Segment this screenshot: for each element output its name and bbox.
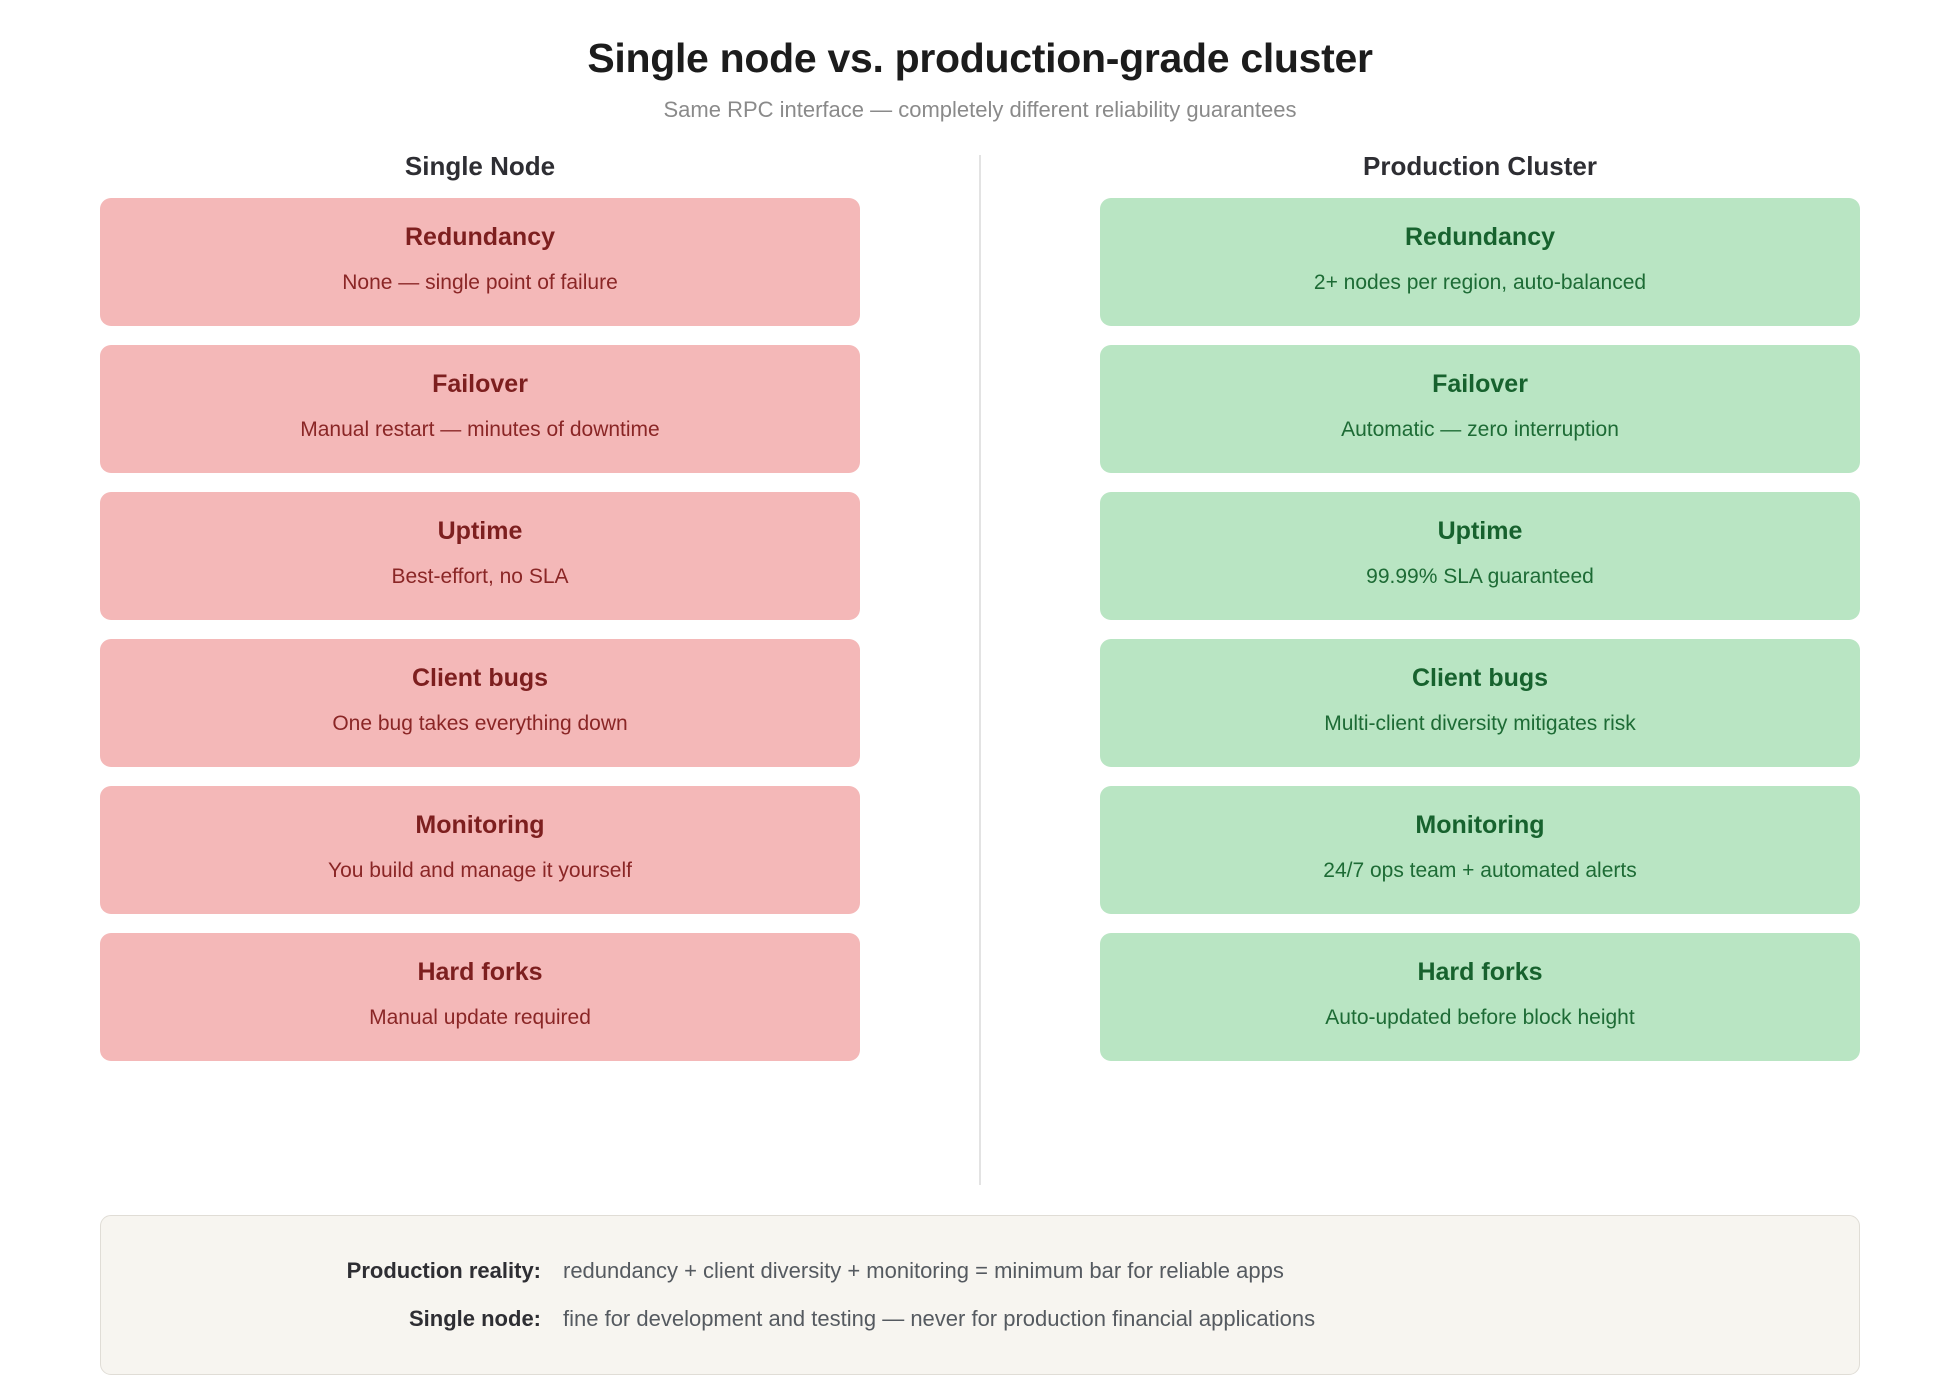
- card-title: Hard forks: [1417, 958, 1543, 987]
- card-description: Auto-updated before block height: [1325, 1006, 1635, 1030]
- card-production-cluster-hard-forks: Hard forks Auto-updated before block hei…: [1100, 933, 1860, 1062]
- card-description: 99.99% SLA guaranteed: [1366, 565, 1594, 589]
- card-production-cluster-redundancy: Redundancy 2+ nodes per region, auto-bal…: [1100, 198, 1860, 327]
- card-title: Redundancy: [1404, 223, 1556, 252]
- card-production-cluster-client-bugs: Client bugs Multi-client diversity mitig…: [1100, 639, 1860, 768]
- summary-value: fine for development and testing — never…: [563, 1306, 1316, 1331]
- card-description: Manual restart — minutes of downtime: [300, 418, 660, 442]
- card-single-node-failover: Failover Manual restart — minutes of dow…: [100, 345, 860, 474]
- card-title: Failover: [432, 370, 528, 399]
- comparison-columns: Redundancy None — single point of failur…: [100, 198, 1860, 1062]
- comparison-section: Single Node Production Cluster Redundanc…: [0, 151, 1960, 1186]
- page-subtitle: Same RPC interface — completely differen…: [663, 97, 1297, 123]
- card-description: 24/7 ops team + automated alerts: [1323, 859, 1637, 883]
- card-description: One bug takes everything down: [332, 712, 628, 736]
- summary-label: Single node:: [409, 1306, 541, 1331]
- card-title: Uptime: [1437, 517, 1523, 546]
- card-single-node-uptime: Uptime Best-effort, no SLA: [100, 492, 860, 621]
- card-title: Client bugs: [1411, 664, 1549, 693]
- summary-line-production-reality: Production reality: redundancy + client …: [101, 1258, 1859, 1284]
- card-title: Redundancy: [404, 223, 556, 252]
- card-description: 2+ nodes per region, auto-balanced: [1313, 271, 1647, 295]
- card-description: Multi-client diversity mitigates risk: [1324, 712, 1636, 736]
- card-description: Automatic — zero interruption: [1341, 418, 1619, 442]
- column-header-single-node: Single Node: [404, 151, 556, 182]
- card-title: Hard forks: [417, 958, 543, 987]
- card-title: Monitoring: [1415, 811, 1545, 840]
- summary-label: Production reality:: [346, 1258, 541, 1283]
- column-single-node: Redundancy None — single point of failur…: [100, 198, 860, 1062]
- card-description: Best-effort, no SLA: [391, 565, 569, 589]
- card-production-cluster-failover: Failover Automatic — zero interruption: [1100, 345, 1860, 474]
- column-header-production-cluster: Production Cluster: [1362, 151, 1597, 182]
- column-divider: [979, 155, 981, 1186]
- summary-box: Production reality: redundancy + client …: [100, 1215, 1860, 1375]
- card-title: Client bugs: [411, 664, 549, 693]
- card-description: Manual update required: [369, 1006, 591, 1030]
- card-single-node-monitoring: Monitoring You build and manage it yours…: [100, 786, 860, 915]
- card-single-node-hard-forks: Hard forks Manual update required: [100, 933, 860, 1062]
- summary-line-single-node: Single node: fine for development and te…: [101, 1306, 1859, 1332]
- card-description: None — single point of failure: [342, 271, 618, 295]
- card-description: You build and manage it yourself: [328, 859, 632, 883]
- column-production-cluster: Redundancy 2+ nodes per region, auto-bal…: [1100, 198, 1860, 1062]
- page-title: Single node vs. production-grade cluster: [587, 35, 1373, 81]
- card-production-cluster-uptime: Uptime 99.99% SLA guaranteed: [1100, 492, 1860, 621]
- card-title: Monitoring: [415, 811, 545, 840]
- card-title: Failover: [1432, 370, 1528, 399]
- card-production-cluster-monitoring: Monitoring 24/7 ops team + automated ale…: [1100, 786, 1860, 915]
- card-title: Uptime: [437, 517, 523, 546]
- page-header: Single node vs. production-grade cluster…: [0, 0, 1960, 123]
- summary-value: redundancy + client diversity + monitori…: [563, 1258, 1284, 1283]
- card-single-node-client-bugs: Client bugs One bug takes everything dow…: [100, 639, 860, 768]
- column-headers: Single Node Production Cluster: [100, 151, 1860, 182]
- card-single-node-redundancy: Redundancy None — single point of failur…: [100, 198, 860, 327]
